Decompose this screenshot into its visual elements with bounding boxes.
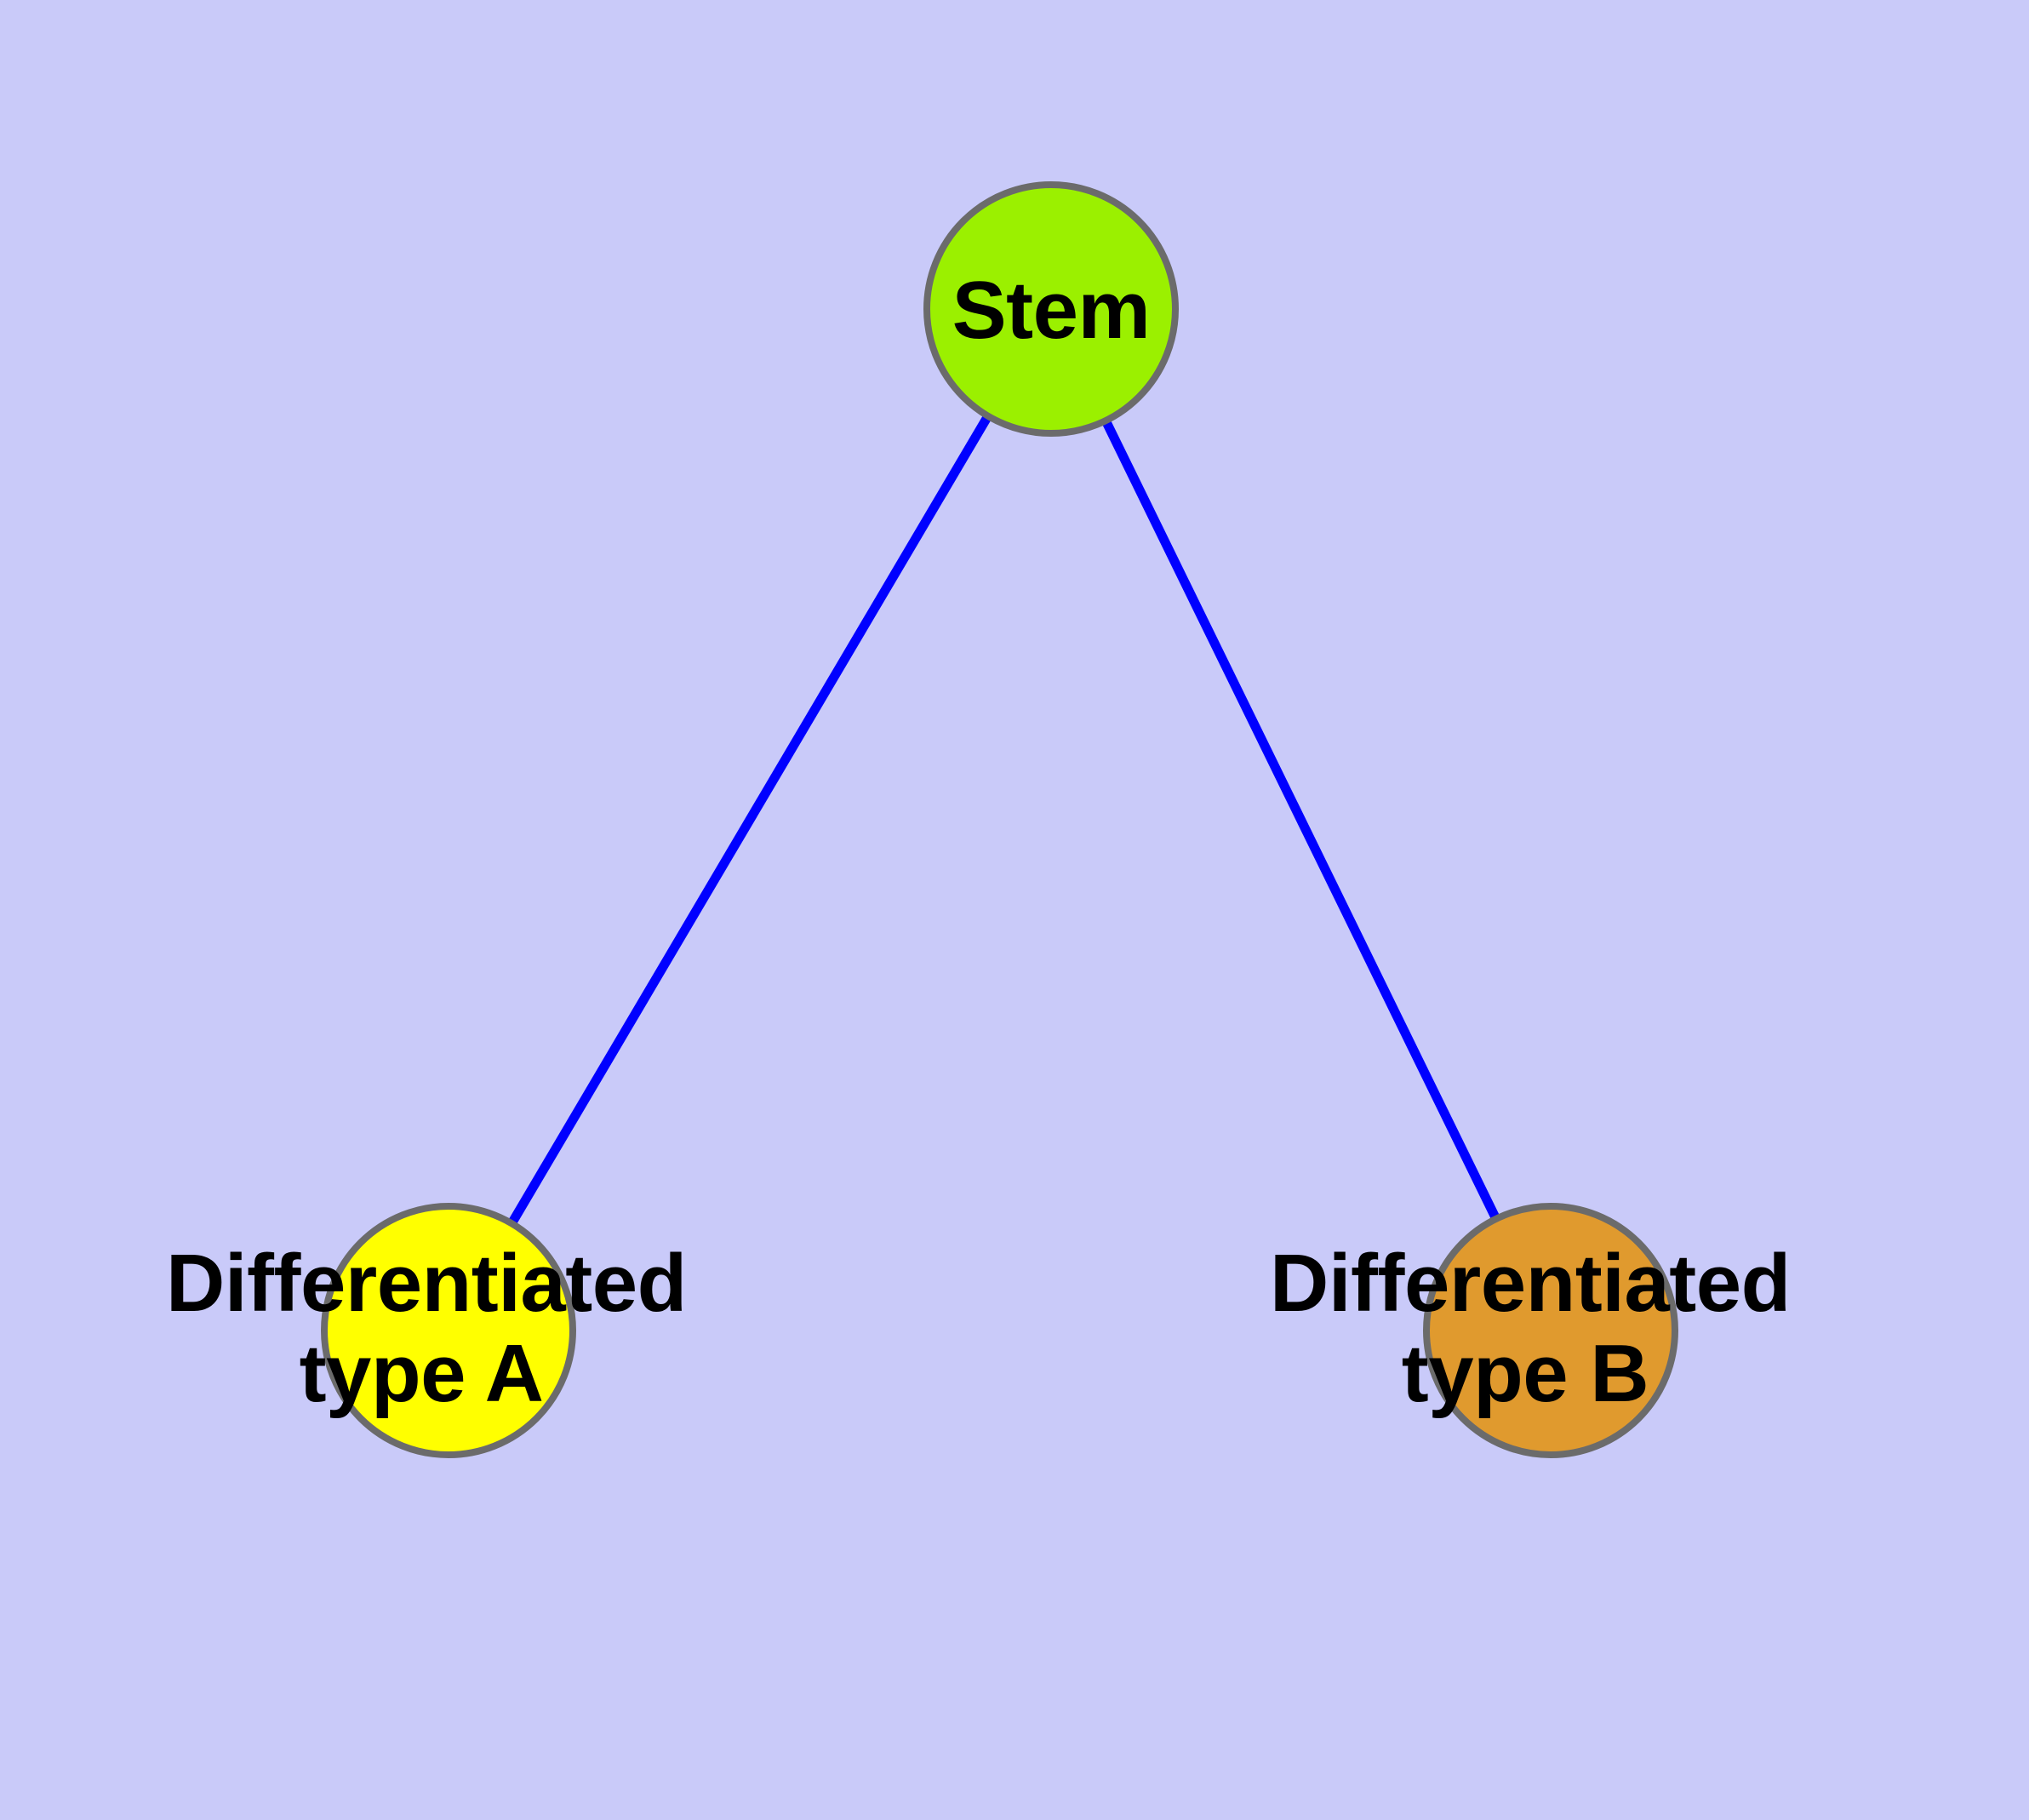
node-differentiated-type-a[interactable] xyxy=(321,1203,576,1458)
node-label-differentiated-type-b: Differentiated type B xyxy=(1270,1238,1791,1419)
node-stem[interactable] xyxy=(923,181,1179,437)
edge-stem-to-type-b[interactable] xyxy=(1047,306,1555,1333)
node-label-stem: Stem xyxy=(952,265,1151,356)
node-differentiated-type-b[interactable] xyxy=(1423,1203,1678,1458)
node-label-differentiated-type-a: Differentiated type A xyxy=(166,1238,687,1419)
edge-stem-to-type-a[interactable] xyxy=(444,306,1055,1333)
